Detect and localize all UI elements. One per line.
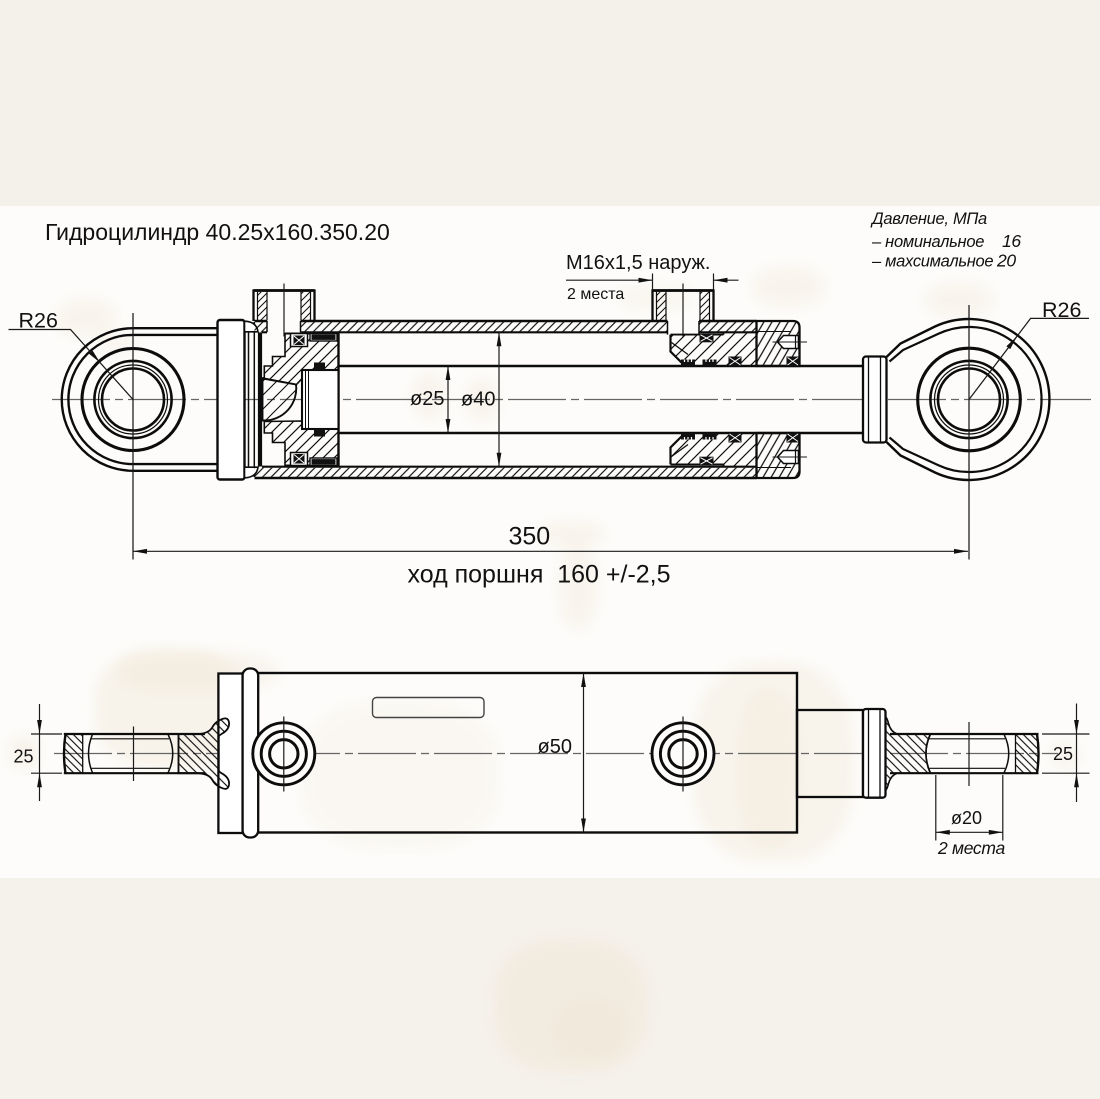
svg-text:R26: R26: [1042, 298, 1081, 322]
svg-text:ø20: ø20: [951, 808, 982, 828]
svg-text:16: 16: [1002, 231, 1021, 251]
svg-text:25: 25: [1053, 744, 1073, 764]
svg-text:ø50: ø50: [538, 736, 572, 758]
svg-text:2 места: 2 места: [937, 838, 1005, 858]
svg-text:Гидроцилиндр 40.25х160.350.20: Гидроцилиндр 40.25х160.350.20: [45, 219, 390, 245]
svg-text:ход поршня 160 +/-2,5: ход поршня 160 +/-2,5: [408, 561, 671, 589]
svg-text:25: 25: [14, 747, 34, 767]
svg-text:ø25: ø25: [410, 388, 444, 410]
svg-text:– махсимальное: – махсимальное: [871, 253, 993, 271]
svg-text:М16х1,5 наруж.: М16х1,5 наруж.: [566, 252, 711, 274]
svg-text:2 места: 2 места: [567, 286, 624, 303]
svg-text:350: 350: [509, 523, 551, 551]
svg-text:Давление, МПа: Давление, МПа: [870, 210, 987, 228]
svg-text:ø40: ø40: [461, 389, 495, 411]
svg-text:– номинальное: – номинальное: [871, 233, 984, 251]
svg-text:20: 20: [996, 251, 1016, 271]
svg-text:R26: R26: [19, 309, 58, 333]
